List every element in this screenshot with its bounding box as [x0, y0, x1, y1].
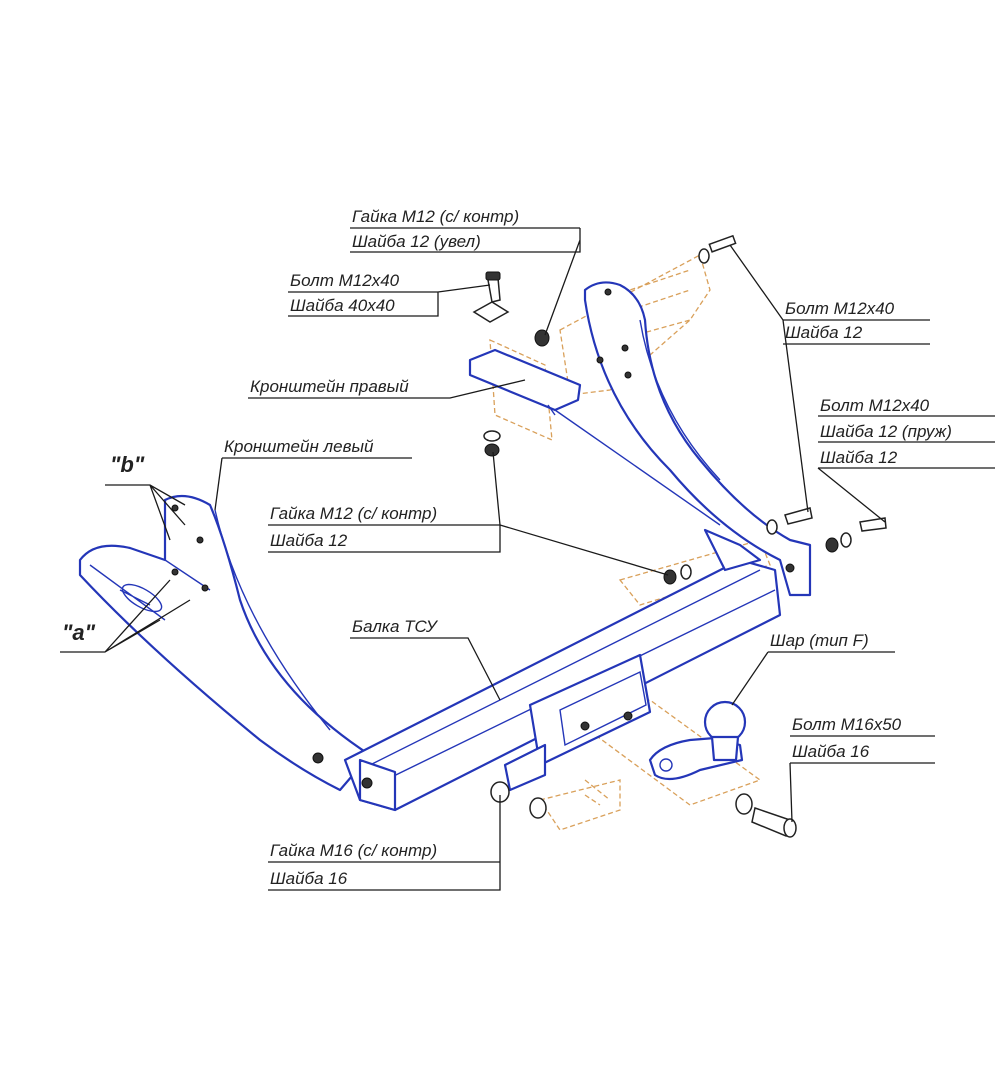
label-bolt-m16x50-line1: Болт М16х50 [792, 715, 902, 734]
label-nut-m12-mid-line2: Шайба 12 [270, 531, 348, 550]
nut-icon [171, 288, 839, 803]
label-nut-m12-top-line1: Гайка М12 (с/ контр) [352, 207, 520, 226]
label-beam: Балка ТСУ [352, 617, 437, 636]
label-bracket-left: Кронштейн левый [224, 437, 374, 456]
right-bracket [468, 281, 812, 597]
label-bolt-m12x40-washer40-line2: Шайба 40х40 [290, 296, 395, 315]
label-ball: Шар (тип F) [770, 631, 869, 650]
label-bolt-m12x40-washer40-line1: Болт М12х40 [290, 271, 400, 290]
washer-icon [472, 248, 852, 819]
tow-beam [343, 528, 782, 812]
marker-b: "b" [110, 452, 145, 477]
label-nut-m16-line1: Гайка М16 (с/ контр) [270, 841, 438, 860]
label-bracket-right: Кронштейн правый [250, 377, 409, 396]
marker-a: "a" [62, 620, 96, 645]
label-bolt-m12x40-spring-line3: Шайба 12 [820, 448, 898, 467]
label-bolt-m12x40-spring-line1: Болт М12х40 [820, 396, 930, 415]
label-bolt-m12x40-right-line1: Болт М12х40 [785, 299, 895, 318]
left-bracket [78, 494, 372, 792]
label-nut-m16-line2: Шайба 16 [270, 869, 348, 888]
tow-ball-icon [648, 700, 747, 781]
label-nut-m12-top-line2: Шайба 12 (увел) [352, 232, 481, 251]
label-bolt-m12x40-right-line2: Шайба 12 [785, 323, 863, 342]
label-bolt-m16x50-line2: Шайба 16 [792, 742, 870, 761]
label-bolt-m12x40-spring-line2: Шайба 12 (пруж) [820, 422, 952, 441]
label-nut-m12-mid-line1: Гайка М12 (с/ контр) [270, 504, 438, 523]
bolt-icon [485, 234, 887, 838]
leader-lines [60, 227, 995, 891]
